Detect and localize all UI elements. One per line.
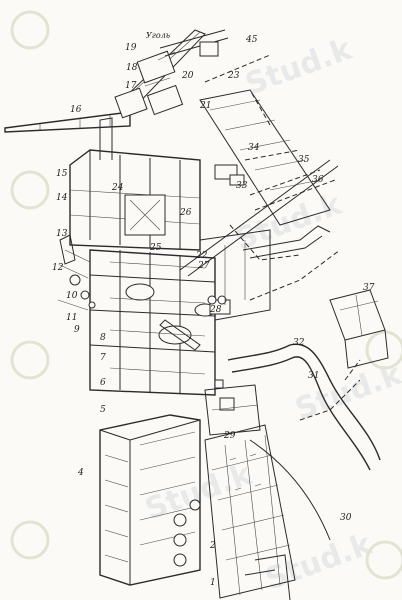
- callout-4: 4: [77, 468, 84, 478]
- callout-31: 31: [308, 371, 319, 381]
- callout-28: 28: [209, 305, 222, 315]
- callout-17: 17: [125, 81, 137, 91]
- watermark-text: Stud.k: [261, 527, 377, 598]
- callout-13: 13: [56, 229, 68, 239]
- coal-supply-gallery: [114, 29, 229, 119]
- turbine-hall: [69, 249, 216, 396]
- callout-23: 23: [227, 71, 240, 81]
- callout-6: 6: [100, 378, 106, 388]
- callout-34: 34: [248, 143, 260, 153]
- watermark-text: Stud.k: [141, 457, 257, 528]
- boiler-house: [69, 117, 201, 251]
- callout-9: 9: [74, 325, 80, 335]
- callout-21: 21: [199, 101, 211, 111]
- callout-8: 8: [100, 333, 106, 343]
- callout-35: 35: [298, 155, 310, 165]
- chimney: [4, 111, 131, 133]
- callout-32: 32: [293, 338, 305, 348]
- watermark-logo: [10, 340, 50, 380]
- rail-tracks: [179, 54, 341, 301]
- callout-33: 33: [236, 181, 248, 191]
- callout-45: 45: [245, 35, 258, 45]
- river-canal: [227, 343, 381, 541]
- misc-structures: [57, 174, 245, 389]
- callout-30: 30: [340, 513, 352, 523]
- callout-19: 19: [125, 43, 137, 53]
- callout-20: 20: [181, 71, 194, 81]
- callout-14: 14: [56, 193, 68, 203]
- watermark-logo: [10, 520, 50, 560]
- auxiliary-building: [99, 414, 201, 586]
- callout-1: 1: [210, 578, 216, 588]
- watermark-logo: [365, 540, 402, 580]
- outdoor-switchyard: [204, 424, 296, 600]
- callout-18: 18: [126, 63, 138, 73]
- callout-11: 11: [66, 313, 77, 323]
- callout-26: 26: [179, 208, 192, 218]
- callout-12: 12: [52, 263, 64, 273]
- callout-36: 36: [312, 175, 324, 185]
- callout-22: 22: [195, 251, 208, 261]
- callout-27: 27: [197, 261, 210, 271]
- callout-29: 29: [223, 431, 236, 441]
- remote-building: [329, 289, 389, 381]
- callout-25: 25: [149, 243, 162, 253]
- callout-7: 7: [100, 353, 106, 363]
- callout-15: 15: [56, 169, 68, 179]
- callout-labels: 1 2 4 5 6 7 8 9 10 11 12 13 14 15 16 17 …: [52, 31, 375, 588]
- watermark-logo: [10, 10, 50, 50]
- callout-37: 37: [363, 283, 375, 293]
- callout-16: 16: [70, 105, 82, 115]
- watermark-text: Stud.k: [241, 32, 357, 103]
- callout-5: 5: [100, 405, 106, 415]
- callout-2: 2: [209, 541, 216, 551]
- electrical-yard: [199, 89, 331, 321]
- watermark-logo: [10, 170, 50, 210]
- callout-24: 24: [111, 183, 124, 193]
- callout-10: 10: [66, 291, 78, 301]
- pump-station: [204, 384, 261, 436]
- label-ugol: Уголь: [146, 31, 170, 40]
